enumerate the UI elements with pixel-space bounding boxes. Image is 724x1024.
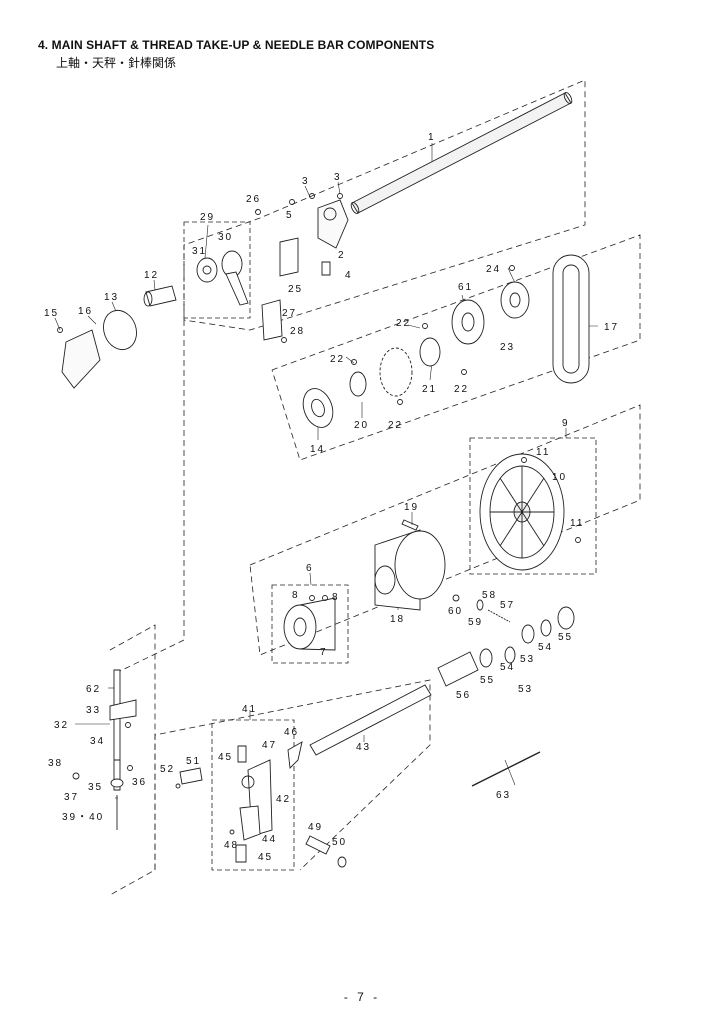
label-part-22b: 22 [330, 354, 345, 365]
label-part-11a: 11 [536, 447, 550, 458]
label-part-28: 28 [290, 326, 305, 337]
label-part-6: 6 [306, 563, 314, 574]
label-part-39-40: 39・40 [62, 812, 104, 823]
label-part-57: 57 [500, 600, 515, 611]
label-part-3a: 3 [302, 176, 310, 187]
label-part-33: 33 [86, 705, 101, 716]
needle-bar [72, 669, 137, 830]
label-part-59: 59 [468, 617, 483, 628]
label-part-11b: 11 [570, 518, 584, 529]
main-shaft [350, 92, 573, 214]
label-part-5: 5 [286, 210, 294, 221]
bushing [143, 285, 177, 307]
label-part-14: 14 [310, 444, 325, 455]
label-part-10: 10 [552, 472, 567, 483]
label-part-54a: 54 [538, 642, 553, 653]
label-part-23: 23 [500, 342, 515, 353]
label-part-32: 32 [54, 720, 69, 731]
label-part-31: 31 [192, 246, 207, 257]
label-part-26: 26 [246, 194, 261, 205]
label-part-37: 37 [64, 792, 79, 803]
section-title: 4. MAIN SHAFT & THREAD TAKE-UP & NEEDLE … [38, 38, 435, 52]
label-part-56: 56 [456, 690, 471, 701]
label-part-36: 36 [132, 777, 147, 788]
label-part-9: 9 [562, 418, 570, 429]
label-part-30: 30 [218, 232, 233, 243]
link-assembly [175, 741, 347, 868]
label-part-8b: 8 [332, 592, 340, 603]
label-part-51: 51 [186, 756, 201, 767]
label-part-54b: 54 [500, 662, 515, 673]
label-part-50: 50 [332, 837, 347, 848]
label-part-48: 48 [224, 840, 239, 851]
timing-belt [552, 254, 590, 384]
label-part-8a: 8 [292, 590, 300, 601]
box-41 [211, 719, 295, 871]
collar-parts [452, 594, 575, 668]
pulley-group-outline [271, 234, 641, 461]
bottom-group-outline [154, 679, 431, 871]
label-part-1: 1 [428, 132, 436, 143]
label-part-24: 24 [486, 264, 501, 275]
label-part-43: 43 [356, 742, 371, 753]
label-part-15: 15 [44, 308, 59, 319]
label-part-45b: 45 [258, 852, 273, 863]
label-part-38: 38 [48, 758, 63, 769]
label-part-60: 60 [448, 606, 463, 617]
label-part-45a: 45 [218, 752, 233, 763]
lower-shaft [309, 651, 479, 756]
label-part-47: 47 [262, 740, 277, 751]
label-part-16: 16 [78, 306, 93, 317]
label-part-25: 25 [288, 284, 303, 295]
label-part-55a: 55 [558, 632, 573, 643]
label-part-13: 13 [104, 292, 119, 303]
label-part-29: 29 [200, 212, 215, 223]
label-part-12: 12 [144, 270, 159, 281]
label-part-27: 27 [282, 308, 297, 319]
motor [374, 519, 446, 611]
face-plate [57, 309, 137, 389]
label-part-7: 7 [320, 647, 328, 658]
label-part-41: 41 [242, 704, 257, 715]
left-guide-line [117, 320, 185, 673]
label-part-2: 2 [338, 250, 346, 261]
label-part-22c: 22 [454, 384, 469, 395]
cable-tie [471, 751, 541, 787]
label-part-44: 44 [262, 834, 277, 845]
section-subtitle-japanese: 上軸・天秤・針棒関係 [56, 56, 177, 70]
label-part-22d: 22 [388, 420, 403, 431]
box-9 [469, 437, 597, 575]
label-part-42: 42 [276, 794, 291, 805]
box-7 [271, 584, 349, 664]
label-part-63: 63 [496, 790, 511, 801]
handwheel [479, 453, 581, 571]
label-part-18: 18 [390, 614, 405, 625]
box-29 [183, 221, 251, 319]
pulley-group [302, 265, 530, 428]
label-part-53b: 53 [518, 684, 533, 695]
label-part-22a: 22 [396, 318, 411, 329]
label-part-53a: 53 [520, 654, 535, 665]
label-part-61: 61 [458, 282, 473, 293]
coupling [283, 595, 336, 651]
label-part-3b: 3 [334, 172, 342, 183]
label-part-58: 58 [482, 590, 497, 601]
label-part-20: 20 [354, 420, 369, 431]
label-part-4: 4 [345, 270, 353, 281]
label-part-49: 49 [308, 822, 323, 833]
crank [289, 193, 349, 276]
label-part-46: 46 [284, 727, 299, 738]
label-part-35: 35 [88, 782, 103, 793]
label-part-19: 19 [404, 502, 419, 513]
label-part-55b: 55 [480, 675, 495, 686]
label-part-17: 17 [604, 322, 619, 333]
label-part-52: 52 [160, 764, 175, 775]
label-part-34: 34 [90, 736, 105, 747]
page-number: - 7 - [343, 990, 381, 1004]
thread-take-up-lever [196, 209, 299, 343]
label-part-21: 21 [422, 384, 437, 395]
label-part-62: 62 [86, 684, 101, 695]
